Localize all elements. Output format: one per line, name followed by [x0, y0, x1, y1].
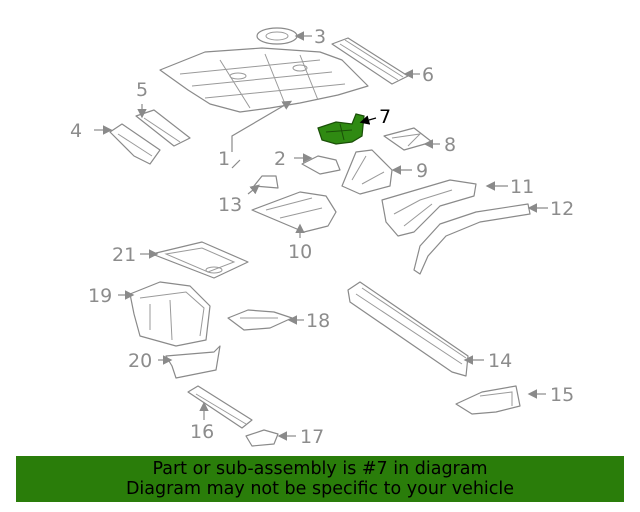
- part-11-wheelhouse-inner[interactable]: [381, 179, 477, 237]
- callout-3: 3: [314, 26, 326, 48]
- callout-21: 21: [112, 244, 136, 266]
- callout-1: 1: [218, 148, 230, 170]
- callout-20: 20: [128, 350, 152, 372]
- banner-line-1: Part or sub-assembly is #7 in diagram: [152, 459, 488, 479]
- callout-11: 11: [510, 176, 534, 198]
- callout-8: 8: [444, 134, 456, 156]
- part-20-bracket[interactable]: [165, 345, 221, 379]
- callout-9: 9: [416, 160, 428, 182]
- part-5-crossmember[interactable]: [135, 109, 191, 147]
- part-13-bracket[interactable]: [253, 175, 279, 189]
- part-8-gusset[interactable]: [383, 127, 433, 151]
- callout-7: 7: [379, 106, 391, 128]
- callout-12: 12: [550, 198, 574, 220]
- callout-10: 10: [288, 241, 312, 263]
- part-9-pillar-reinforcement[interactable]: [341, 149, 393, 195]
- callout-17: 17: [300, 426, 324, 448]
- part-7-highlighted-bracket[interactable]: [317, 113, 365, 145]
- part-17-clip[interactable]: [245, 429, 279, 447]
- part-1-floor-pan[interactable]: [159, 47, 369, 113]
- part-18-cover[interactable]: [227, 309, 293, 331]
- leader-lines: [94, 31, 548, 441]
- part-2-bracket[interactable]: [301, 155, 341, 175]
- callout-13: 13: [218, 194, 242, 216]
- part-4-crossmember[interactable]: [109, 123, 161, 165]
- callout-4: 4: [70, 120, 82, 142]
- callout-5: 5: [136, 79, 148, 101]
- callout-16: 16: [190, 421, 214, 443]
- info-banner: Part or sub-assembly is #7 in diagram Di…: [16, 456, 624, 502]
- part-12-wheelhouse-outer[interactable]: [413, 203, 531, 275]
- callout-18: 18: [306, 310, 330, 332]
- part-21-floor-panel[interactable]: [151, 241, 249, 279]
- callout-19: 19: [88, 285, 112, 307]
- part-10-side-sill-panel[interactable]: [251, 191, 337, 233]
- part-14-rear-frame-rail[interactable]: [347, 281, 469, 377]
- callout-2: 2: [274, 148, 286, 170]
- callout-14: 14: [488, 350, 512, 372]
- callout-6: 6: [422, 64, 434, 86]
- callout-15: 15: [550, 384, 574, 406]
- part-19-spare-tire-tub[interactable]: [129, 281, 211, 347]
- callout-labels: 3 6 5 4 7 8 1 2 9 11 12 13 10 21 19 18 1…: [70, 26, 574, 448]
- part-16-reinforcement[interactable]: [187, 385, 253, 429]
- banner-line-2: Diagram may not be specific to your vehi…: [125, 479, 515, 499]
- part-3-plug[interactable]: [256, 27, 298, 45]
- part-15-rear-bracket[interactable]: [455, 385, 521, 415]
